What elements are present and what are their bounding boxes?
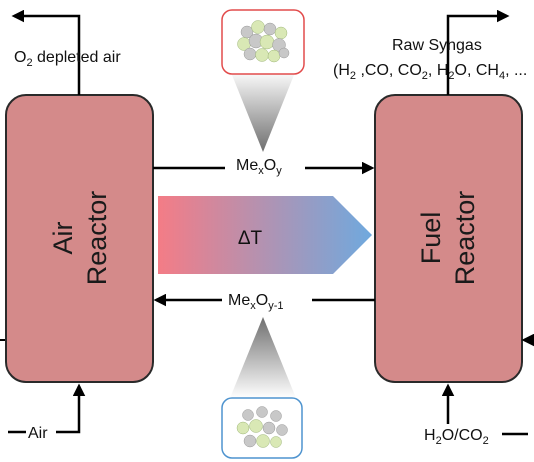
air-reactor-label: Air Reactor	[48, 191, 112, 286]
oxidized-carrier-label: MexOy	[236, 157, 282, 177]
fuel-reactor-line1: Fuel	[416, 212, 446, 265]
syngas-outlet-arrow	[446, 9, 510, 95]
temperature-label: ΔT	[238, 228, 263, 249]
reduced-zoom-cone	[230, 317, 296, 398]
air-reactor-line1: Air	[48, 221, 78, 254]
syngas-title: Raw Syngas	[392, 37, 482, 54]
air-outlet-label: O2 depleted air	[14, 49, 121, 69]
air-outlet-arrow	[11, 9, 81, 95]
fuel-reactor-label: Fuel Reactor	[416, 191, 480, 286]
air-inlet-label: Air	[28, 425, 48, 442]
fuel-reactor	[374, 94, 523, 383]
oxidized-particle-cluster-icon	[237, 20, 290, 63]
fuel-inlet-label-bg	[420, 424, 502, 446]
air-inlet-label-bg	[26, 423, 56, 443]
syngas-composition: (H2 ,CO, CO2, H2O, CH4, ...	[333, 62, 527, 82]
fuel-reactor-line2: Reactor	[450, 191, 480, 286]
air-reactor-line2: Reactor	[82, 191, 112, 286]
fuel-inlet-label: H2O/CO2	[424, 427, 489, 447]
temperature-gradient-arrow	[158, 196, 372, 274]
reduced-label-bg	[222, 288, 312, 312]
oxidized-zoom-cone	[230, 70, 296, 152]
reduced-carrier-label: MexOy-1	[228, 292, 283, 312]
air-reactor	[5, 94, 154, 383]
oxidized-label-bg	[225, 150, 305, 176]
reduced-particle-cluster-icon	[236, 406, 288, 448]
